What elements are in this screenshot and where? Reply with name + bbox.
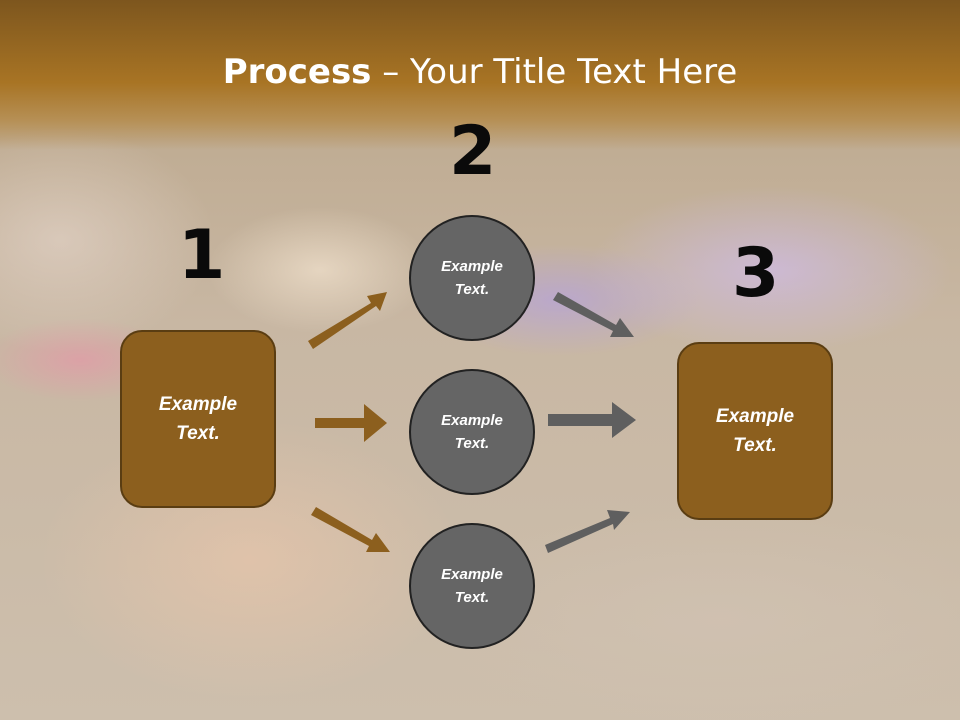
step-number-3: 3 bbox=[732, 234, 780, 313]
step-1-box: Example Text. bbox=[120, 330, 276, 508]
step-number-1: 1 bbox=[178, 216, 226, 295]
step-3-text-line2: Text. bbox=[733, 435, 777, 456]
circle-bottom-line2: Text. bbox=[454, 589, 490, 606]
arrow-right-down-icon bbox=[553, 292, 634, 337]
arrow-left-up-icon bbox=[308, 292, 387, 349]
step-1-text-line2: Text. bbox=[176, 423, 220, 444]
circle-top-line2: Text. bbox=[454, 281, 490, 298]
circle-bottom: Example Text. bbox=[409, 523, 535, 649]
step-3-box: Example Text. bbox=[677, 342, 833, 520]
circle-top: Example Text. bbox=[409, 215, 535, 341]
arrow-right-mid-icon bbox=[548, 402, 636, 438]
step-3-text-line1: Example bbox=[715, 406, 795, 427]
circle-bottom-line1: Example bbox=[441, 566, 503, 583]
arrow-left-mid-icon bbox=[315, 404, 387, 442]
title-bold: Process bbox=[222, 52, 372, 92]
circle-middle-line2: Text. bbox=[454, 435, 490, 452]
step-1-text-line1: Example bbox=[158, 394, 238, 415]
right-arrows bbox=[545, 292, 636, 553]
title-band bbox=[0, 0, 960, 150]
arrow-left-down-icon bbox=[311, 507, 390, 552]
circle-top-line1: Example bbox=[441, 258, 503, 275]
circle-middle: Example Text. bbox=[409, 369, 535, 495]
step-number-2: 2 bbox=[449, 112, 497, 191]
slide-title: Process – Your Title Text Here bbox=[0, 52, 960, 92]
arrow-right-up-icon bbox=[545, 510, 630, 553]
circle-middle-line1: Example bbox=[441, 412, 503, 429]
title-rest: – Your Title Text Here bbox=[371, 52, 738, 92]
left-arrows bbox=[308, 292, 390, 552]
